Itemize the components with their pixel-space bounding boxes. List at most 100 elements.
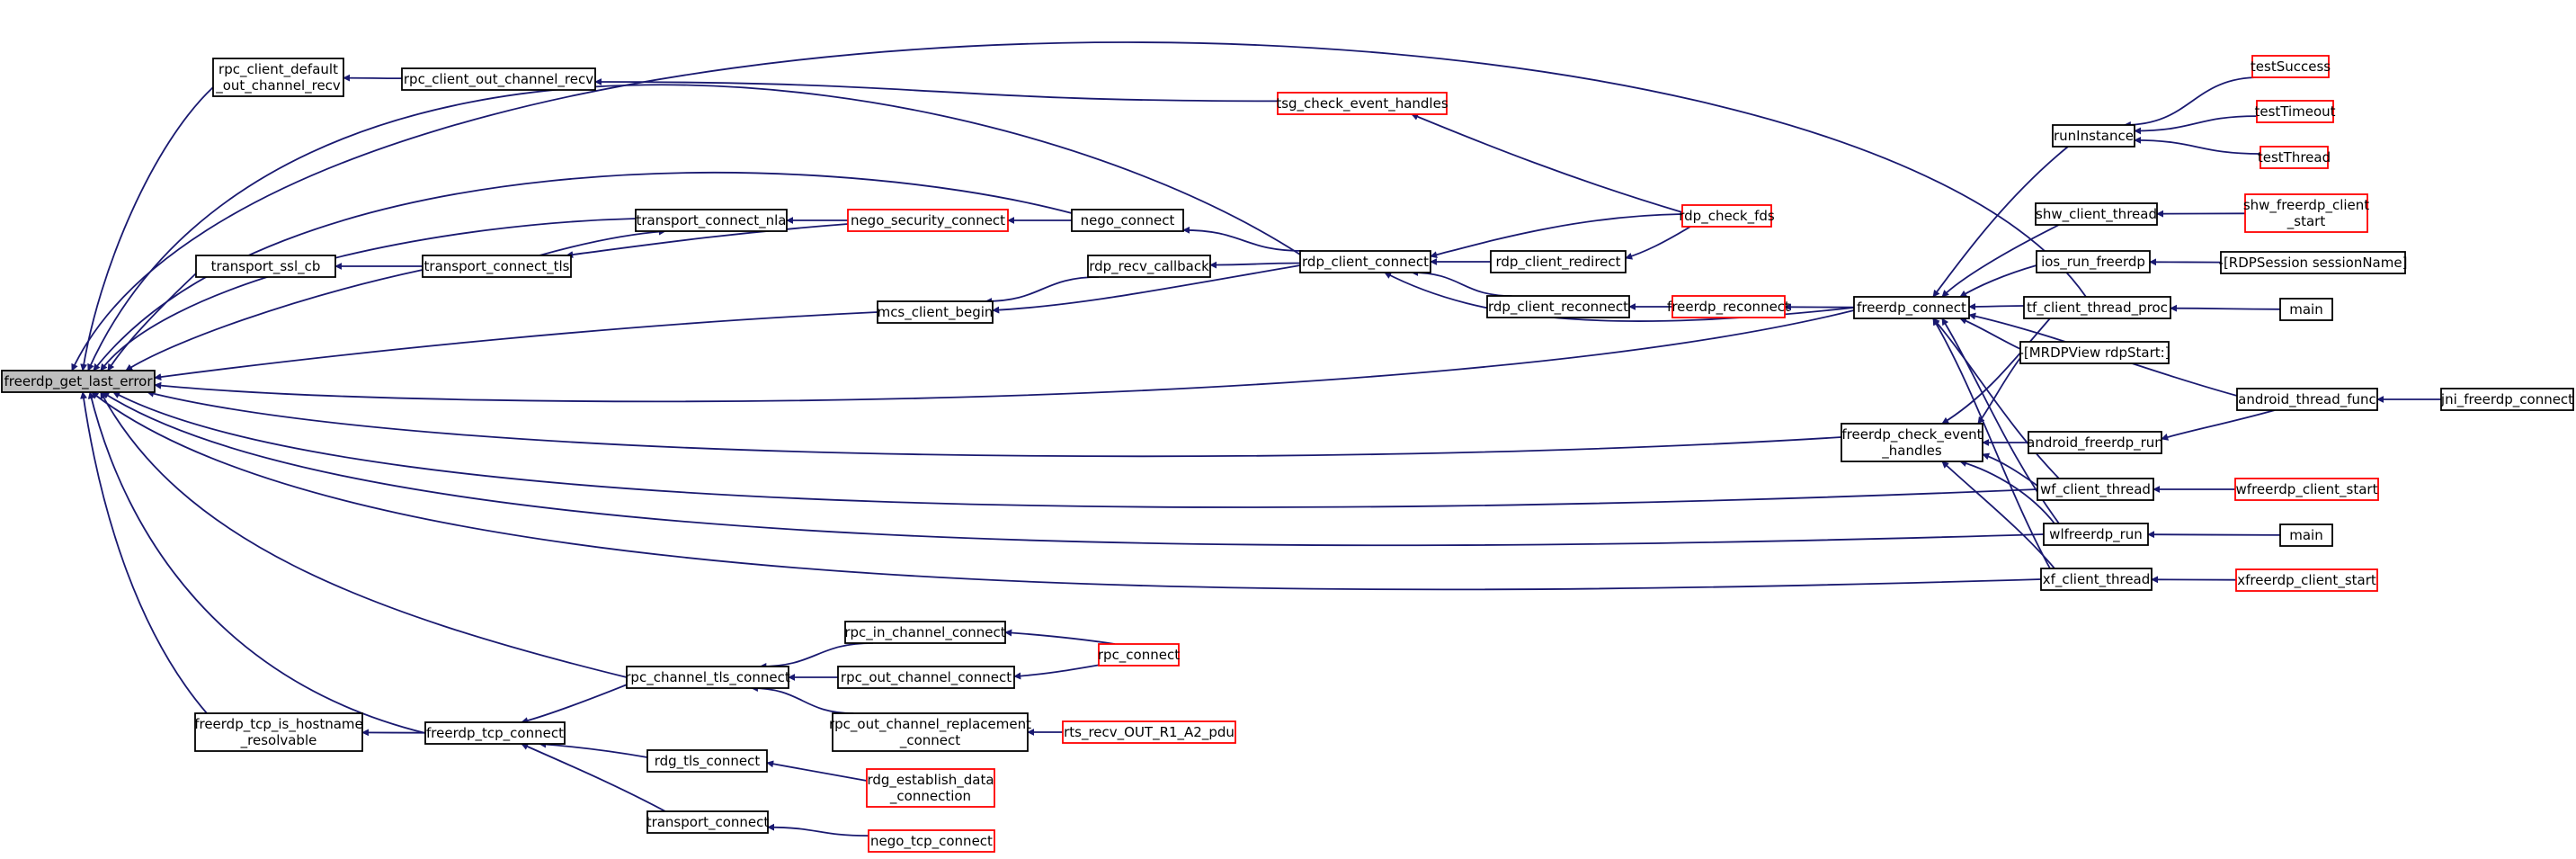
edge-nego_conn-to-root: [93, 172, 1073, 371]
node-rdp_redir[interactable]: rdp_client_redirect: [1490, 250, 1627, 273]
node-label-ttimeout-0: testTimeout: [2254, 103, 2335, 120]
node-label-rdp_recv_cb-0: rdp_recv_callback: [1089, 258, 1209, 275]
node-tthread[interactable]: testThread: [2258, 146, 2331, 169]
node-tc_nla[interactable]: transport_connect_nla: [635, 209, 788, 232]
node-nego_conn[interactable]: nego_connect: [1071, 209, 1184, 232]
node-rpc_repl[interactable]: rpc_out_channel_replacement_connect: [829, 712, 1031, 752]
edge-rdp_cc-to-mcs: [992, 264, 1301, 314]
node-box-rpc_repl: [832, 712, 1029, 752]
node-rpc_out[interactable]: rpc_out_channel_connect: [837, 666, 1015, 689]
edge-ssl_cb-to-root: [107, 273, 197, 371]
node-tf_thread[interactable]: tf_client_thread_proc: [2023, 296, 2171, 319]
node-rdg_est[interactable]: rdg_establish_data_connection: [866, 768, 995, 808]
node-label-and_thread-0: android_thread_func: [2238, 391, 2376, 408]
node-box-ttimeout: [2256, 100, 2334, 123]
node-rdp_fds[interactable]: rdp_check_fds: [1679, 204, 1775, 228]
edge-rdp_fds-to-rdp_cc: [1430, 213, 1683, 259]
node-xf_start[interactable]: xfreerdp_client_start: [2235, 568, 2378, 592]
edge-rdp_recon-to-rdp_cc: [1411, 269, 1512, 297]
node-rdp_cc[interactable]: rdp_client_connect: [1299, 250, 1431, 273]
node-main2[interactable]: main: [2279, 523, 2333, 547]
node-box-main1: [2279, 298, 2333, 321]
node-box-tc_nla: [635, 209, 788, 232]
node-label-shw_start-1: _start: [2286, 213, 2326, 230]
edge-mrdp-to-fr_check: [1977, 357, 2021, 425]
edge-rpc_connect-to-rpc_in: [1004, 629, 1116, 645]
node-label-tthread-0: testThread: [2258, 149, 2331, 166]
node-box-and_run: [2028, 431, 2162, 454]
node-tr_conn[interactable]: transport_connect: [646, 810, 770, 834]
edge-rdg_est-to-rdg_tls: [766, 760, 868, 782]
node-rdp_recv_cb[interactable]: rdp_recv_callback: [1087, 255, 1211, 278]
node-tsg[interactable]: tsg_check_event_handles: [1276, 92, 1448, 115]
node-nego_sec[interactable]: nego_security_connect: [847, 209, 1009, 232]
node-box-rdp_fds: [1681, 204, 1772, 228]
node-fr_recon[interactable]: freerdp_reconnect: [1667, 295, 1790, 318]
node-label-fr_recon-0: freerdp_reconnect: [1667, 299, 1790, 316]
node-label-jni-0: jni_freerdp_connect: [2440, 391, 2573, 408]
node-label-rdpsess-0: -[RDPSession sessionName]: [2219, 255, 2408, 271]
node-box-fr_conn: [1853, 296, 1970, 319]
node-rpc_in[interactable]: rpc_in_channel_connect: [844, 621, 1006, 644]
edge-tr_conn-to-tcp_conn: [521, 743, 666, 812]
node-shw_start[interactable]: shw_freerdp_client_start: [2243, 193, 2369, 233]
edge-mrdp-to-fr_conn: [1959, 317, 2021, 350]
node-wlf_run[interactable]: wlfreerdp_run: [2043, 523, 2149, 546]
edge-xf_thread-to-fr_check: [1941, 461, 2055, 569]
node-label-rpc_repl-1: _connect: [899, 732, 960, 749]
node-label-rdp_recon-0: rdp_client_reconnect: [1488, 299, 1628, 316]
node-runinst[interactable]: runInstance: [2052, 124, 2135, 148]
edge-fr_conn-to-root: [154, 309, 1855, 403]
node-label-rts-0: rts_recv_OUT_R1_A2_pdu: [1064, 724, 1235, 741]
node-rpc_out_recv[interactable]: rpc_client_out_channel_recv: [401, 67, 596, 91]
node-rpc_def[interactable]: rpc_client_default_out_channel_recv: [212, 58, 344, 97]
node-label-rpc_out_recv-0: rpc_client_out_channel_recv: [404, 71, 593, 88]
node-jni[interactable]: jni_freerdp_connect: [2440, 388, 2574, 411]
node-main1[interactable]: main: [2279, 298, 2333, 321]
node-rpc_connect[interactable]: rpc_connect: [1098, 643, 1180, 667]
node-tc_tls[interactable]: transport_connect_tls: [422, 255, 572, 278]
node-label-tsuccess-0: testSuccess: [2251, 58, 2331, 75]
node-box-tthread: [2260, 146, 2329, 169]
node-ssl_cb[interactable]: transport_ssl_cb: [195, 255, 336, 278]
node-rpc_tls[interactable]: rpc_channel_tls_connect: [625, 666, 790, 689]
node-rdp_recon[interactable]: rdp_client_reconnect: [1486, 295, 1630, 318]
node-mrdp[interactable]: -[MRDPView rdpStart:]: [2019, 341, 2170, 364]
node-and_run[interactable]: android_freerdp_run: [2027, 431, 2163, 454]
node-box-rpc_out: [837, 666, 1015, 689]
node-rdpsess[interactable]: -[RDPSession sessionName]: [2219, 251, 2408, 274]
edge-wf_thread-to-root: [112, 391, 2038, 508]
node-nego_tcp[interactable]: nego_tcp_connect: [868, 829, 995, 853]
node-label-fr_check-0: freerdp_check_event: [1841, 426, 1982, 443]
node-rts[interactable]: rts_recv_OUT_R1_A2_pdu: [1062, 720, 1236, 744]
node-ttimeout[interactable]: testTimeout: [2254, 100, 2336, 123]
node-wf_start[interactable]: wfreerdp_client_start: [2234, 478, 2379, 501]
node-label-nego_tcp-0: nego_tcp_connect: [870, 833, 993, 850]
node-mcs[interactable]: mcs_client_begin: [877, 300, 994, 324]
node-box-xf_start: [2235, 568, 2378, 592]
node-label-and_run-0: android_freerdp_run: [2027, 434, 2163, 452]
node-tcp_resolv[interactable]: freerdp_tcp_is_hostname_resolvable: [194, 712, 363, 752]
node-shw_thread[interactable]: shw_client_thread: [2035, 202, 2158, 226]
node-xf_thread[interactable]: xf_client_thread: [2040, 568, 2153, 591]
node-ios_run[interactable]: ios_run_freerdp: [2036, 250, 2151, 273]
edge-and_thread-to-and_run: [2161, 409, 2276, 441]
node-label-root-0: freerdp_get_last_error: [4, 373, 153, 390]
edge-nego_sec-to-tc_tls: [566, 223, 849, 259]
node-wf_thread[interactable]: wf_client_thread: [2037, 478, 2154, 501]
node-tsuccess[interactable]: testSuccess: [2251, 55, 2331, 78]
node-box-rts: [1062, 720, 1236, 744]
node-fr_check[interactable]: freerdp_check_event_handles: [1841, 423, 1983, 462]
node-label-rpc_in-0: rpc_in_channel_connect: [844, 624, 1005, 641]
node-label-nego_sec-0: nego_security_connect: [851, 212, 1005, 229]
node-tcp_conn[interactable]: freerdp_tcp_connect: [424, 721, 566, 745]
node-rdg_tls[interactable]: rdg_tls_connect: [646, 749, 768, 773]
node-fr_conn[interactable]: freerdp_connect: [1853, 296, 1970, 319]
node-and_thread[interactable]: android_thread_func: [2236, 388, 2378, 411]
edge-tc_tls-to-tc_nla: [539, 228, 666, 256]
node-box-rdp_recv_cb: [1087, 255, 1211, 278]
node-label-shw_start-0: shw_freerdp_client: [2243, 197, 2369, 214]
node-box-nego_tcp: [868, 829, 995, 853]
node-root[interactable]: freerdp_get_last_error: [1, 370, 156, 393]
